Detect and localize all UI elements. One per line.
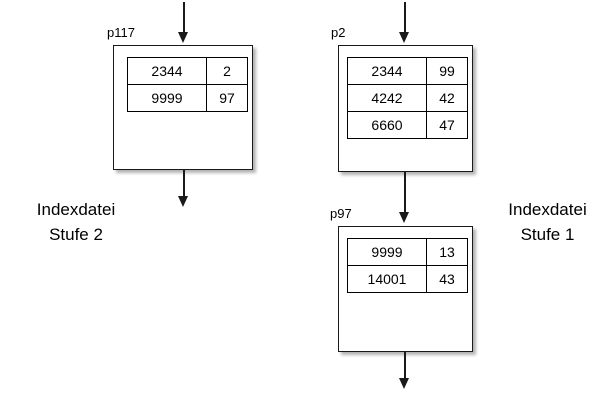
- node-label-p2: p2: [331, 25, 346, 40]
- arrow-p2-to-p97-line: [404, 172, 406, 213]
- entry-pointer: 42: [426, 84, 468, 112]
- arrow-out-of-p117-head: [178, 196, 188, 207]
- entry-table-p2: 2344 99 4242 42 6660 47: [347, 57, 468, 139]
- entry-key: 14001: [347, 265, 427, 293]
- arrow-into-p117-line: [183, 2, 185, 34]
- node-label-p117: p117: [107, 25, 135, 40]
- arrow-into-p117-head: [178, 32, 188, 43]
- entry-pointer: 13: [426, 238, 468, 266]
- entry-key: 2344: [347, 57, 427, 85]
- table-row: 9999 13: [347, 238, 468, 266]
- arrow-out-of-p97-line: [404, 352, 406, 379]
- entry-key: 2344: [127, 57, 207, 85]
- caption-index-level-2-line2: Stufe 2: [49, 225, 103, 244]
- arrow-out-of-p97-head: [399, 378, 409, 389]
- entry-key: 9999: [347, 238, 427, 266]
- arrow-out-of-p117-line: [183, 170, 185, 197]
- caption-index-level-2: Indexdatei Stufe 2: [0, 197, 152, 247]
- entry-pointer: 2: [206, 57, 248, 85]
- table-row: 4242 42: [347, 84, 468, 112]
- table-row: 2344 99: [347, 57, 468, 85]
- entry-pointer: 47: [426, 111, 468, 139]
- table-row: 6660 47: [347, 111, 468, 139]
- table-row: 2344 2: [127, 57, 248, 85]
- entry-table-p117: 2344 2 9999 97: [127, 57, 248, 112]
- arrow-into-p2-head: [399, 32, 409, 43]
- entry-key: 4242: [347, 84, 427, 112]
- node-label-p97: p97: [330, 206, 352, 221]
- entry-key: 9999: [127, 84, 207, 112]
- caption-index-level-2-line1: Indexdatei: [36, 200, 116, 219]
- caption-index-level-1: Indexdatei Stufe 1: [487, 197, 608, 247]
- entry-key: 6660: [347, 111, 427, 139]
- entry-pointer: 99: [426, 57, 468, 85]
- arrow-into-p2-line: [404, 2, 406, 34]
- table-row: 9999 97: [127, 84, 248, 112]
- entry-pointer: 97: [206, 84, 248, 112]
- entry-table-p97: 9999 13 14001 43: [347, 238, 468, 293]
- table-row: 14001 43: [347, 265, 468, 293]
- caption-index-level-1-line2: Stufe 1: [520, 225, 575, 244]
- caption-index-level-1-line1: Indexdatei: [508, 200, 587, 219]
- entry-pointer: 43: [426, 265, 468, 293]
- arrow-p2-to-p97-head: [399, 212, 409, 223]
